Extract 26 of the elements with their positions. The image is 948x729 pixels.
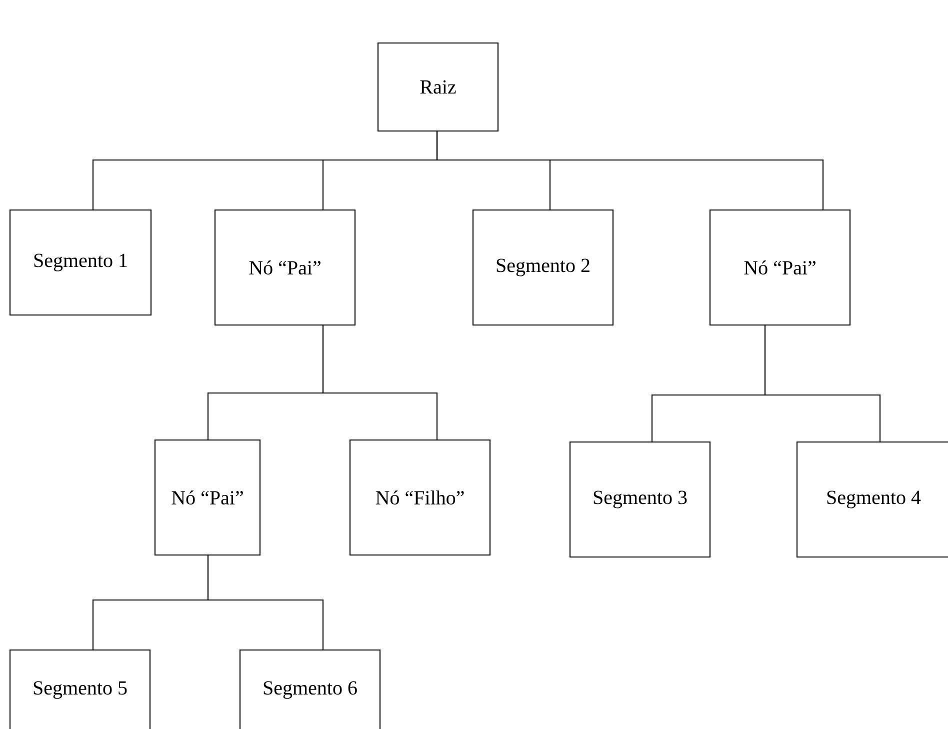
box-label: Raiz [420,80,456,94]
tree-box [569,441,711,558]
box-label: Segmento 6 [264,681,357,699]
box-label: Segmento 3 [594,490,687,508]
tree-box [214,209,356,326]
connector-line [764,325,881,442]
tree-box [9,209,152,316]
connector-line [436,131,824,210]
tree-box [349,439,491,556]
tree-box [9,649,151,729]
tree-box [709,209,851,326]
box-label: Nó “Filho” [376,490,464,505]
connector-line [322,325,438,440]
box-label: Segmento 5 [34,681,127,699]
tree-box [377,42,499,132]
box-label: Segmento 4 [827,490,921,508]
box-label: Nó “Pai” [249,260,320,275]
connector-line [207,555,324,650]
box-label: Segmento 2 [496,258,590,276]
tree-box [472,209,614,326]
tree-box [154,439,261,556]
tree-box [239,649,381,729]
box-label: Nó “Pai” [172,490,243,505]
box-label: Segmento 1 [34,254,127,272]
box-label: Nó “Pai” [744,260,816,275]
tree-box [796,441,948,558]
